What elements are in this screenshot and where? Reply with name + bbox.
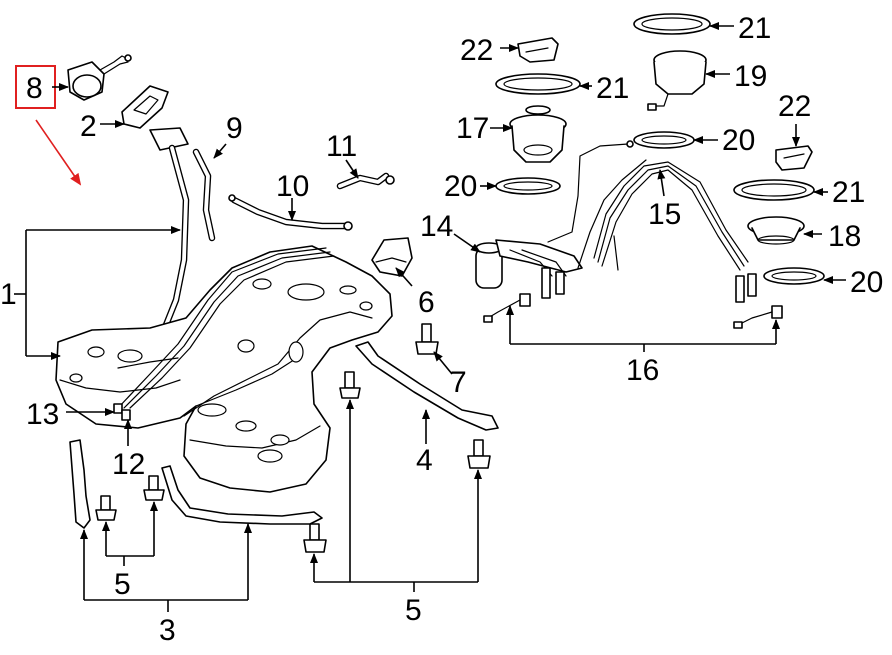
callout-21-top: 21 xyxy=(738,12,771,45)
callout-6: 6 xyxy=(418,286,435,319)
callout-15: 15 xyxy=(648,198,681,231)
part-16-sensor-left xyxy=(483,267,565,323)
part-21-lock-ring-left xyxy=(495,73,581,95)
callout-1: 1 xyxy=(0,278,17,311)
callout-5-left: 5 xyxy=(114,568,131,601)
callout-18: 18 xyxy=(828,220,861,253)
part-7-bolt xyxy=(415,323,439,355)
callout-5-right: 5 xyxy=(405,594,422,627)
callout-22-left: 22 xyxy=(460,34,493,67)
callout-11: 11 xyxy=(326,130,357,163)
part-22-cover-left xyxy=(517,37,559,63)
callout-21-right: 21 xyxy=(832,176,865,209)
part-12-clip xyxy=(121,409,131,421)
part-21-lock-ring-right xyxy=(733,179,815,201)
part-11-hose xyxy=(336,172,395,190)
callout-14: 14 xyxy=(420,210,453,243)
callout-21-left: 21 xyxy=(596,72,629,105)
callout-12: 12 xyxy=(112,448,145,481)
callout-9: 9 xyxy=(226,112,243,145)
part-20-gasket-left xyxy=(495,177,561,195)
part-5-bolt-c xyxy=(303,523,327,553)
part-2-filler-cap xyxy=(121,85,169,129)
part-3-strap-left xyxy=(69,439,91,529)
part-4-strap xyxy=(355,341,499,431)
callout-3: 3 xyxy=(159,614,176,647)
highlight-arrow-part-8 xyxy=(35,119,82,186)
part-3-strap-right xyxy=(161,465,323,525)
callout-labels: 1 2 3 4 5 5 6 7 8 9 10 11 12 13 14 15 16… xyxy=(0,12,883,647)
callout-20-top: 20 xyxy=(722,124,755,157)
part-6-heat-shield xyxy=(371,237,413,277)
leader-lines xyxy=(14,22,846,612)
callout-16: 16 xyxy=(626,354,659,387)
part-18-cap xyxy=(747,216,805,245)
part-20-gasket-top xyxy=(633,131,695,149)
callout-10: 10 xyxy=(276,170,309,203)
callout-20-right: 20 xyxy=(850,266,883,299)
callout-4: 4 xyxy=(416,444,433,477)
part-17-fuel-pump xyxy=(509,105,567,163)
part-13-clip xyxy=(113,403,123,414)
part-16-sensor-right xyxy=(733,273,783,329)
callout-8: 8 xyxy=(26,72,43,105)
callout-19: 19 xyxy=(734,60,767,93)
part-21-lock-ring-top xyxy=(633,13,711,35)
callout-7: 7 xyxy=(450,366,467,399)
part-14-fuel-filter xyxy=(475,239,583,289)
part-5-bolt-a xyxy=(339,371,361,399)
part-15-fuel-lines xyxy=(547,140,749,271)
part-20-gasket-right xyxy=(763,267,825,285)
part-1-fuel-tank xyxy=(55,245,393,493)
part-10-hose xyxy=(228,194,353,231)
callout-13: 13 xyxy=(26,398,59,431)
part-22-cover-right xyxy=(775,145,813,171)
part-5-bolt-e xyxy=(143,475,165,501)
callout-17: 17 xyxy=(456,112,489,145)
part-5-bolt-b xyxy=(467,439,491,469)
part-19-pump-module xyxy=(647,50,707,111)
part-8-sensor xyxy=(67,54,132,101)
callout-2: 2 xyxy=(80,110,97,143)
callout-20-left: 20 xyxy=(444,170,477,203)
part-9-filler-pipe xyxy=(149,127,216,334)
callout-22-right: 22 xyxy=(778,90,811,123)
part-5-bolt-d xyxy=(95,495,117,521)
